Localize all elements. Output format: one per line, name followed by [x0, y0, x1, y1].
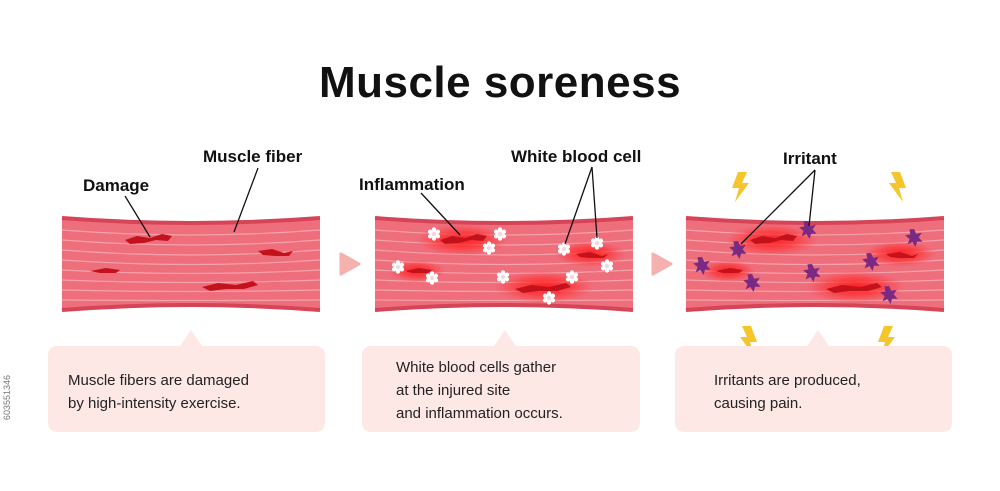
lightning-icon: [889, 172, 906, 202]
label-muscle-fiber: Muscle fiber: [203, 147, 303, 166]
tear-marks: [90, 234, 293, 291]
panel-irritant: Irritant: [685, 149, 945, 356]
caption-3-line-2: causing pain.: [714, 395, 802, 412]
lightning-icon: [732, 172, 749, 202]
caption-2-line-3: and inflammation occurs.: [396, 405, 563, 422]
label-irritant: Irritant: [783, 149, 837, 168]
arrow-right-icon: [339, 252, 361, 276]
caption-1-line-2: by high-intensity exercise.: [68, 395, 241, 412]
label-inflammation: Inflammation: [359, 175, 465, 194]
caption-2-line-1: White blood cells gather: [396, 359, 556, 376]
label-damage: Damage: [83, 176, 149, 195]
muscle-fiber-graphic-1: [61, 216, 321, 312]
panel-inflammation: Inflammation White blood cell: [359, 147, 641, 312]
page-title: Muscle soreness: [318, 58, 682, 107]
caption-1-line-1: Muscle fibers are damaged: [68, 372, 249, 389]
panel-damage: Damage Muscle fiber: [61, 147, 321, 312]
label-white-blood-cell: White blood cell: [511, 147, 641, 166]
caption-2-line-2: at the injured site: [396, 382, 510, 399]
caption-3-line-1: Irritants are produced,: [714, 372, 861, 389]
callout-3: Irritants are produced, causing pain.: [675, 330, 952, 432]
tear-marks: [405, 234, 608, 293]
callout-1: Muscle fibers are damaged by high-intens…: [48, 330, 325, 432]
muscle-fiber-graphic-3: [685, 216, 945, 312]
callout-2: White blood cells gather at the injured …: [362, 330, 640, 432]
tear-marks: [716, 234, 918, 293]
arrow-right-icon: [651, 252, 673, 276]
muscle-fiber-graphic-2: [374, 216, 634, 312]
